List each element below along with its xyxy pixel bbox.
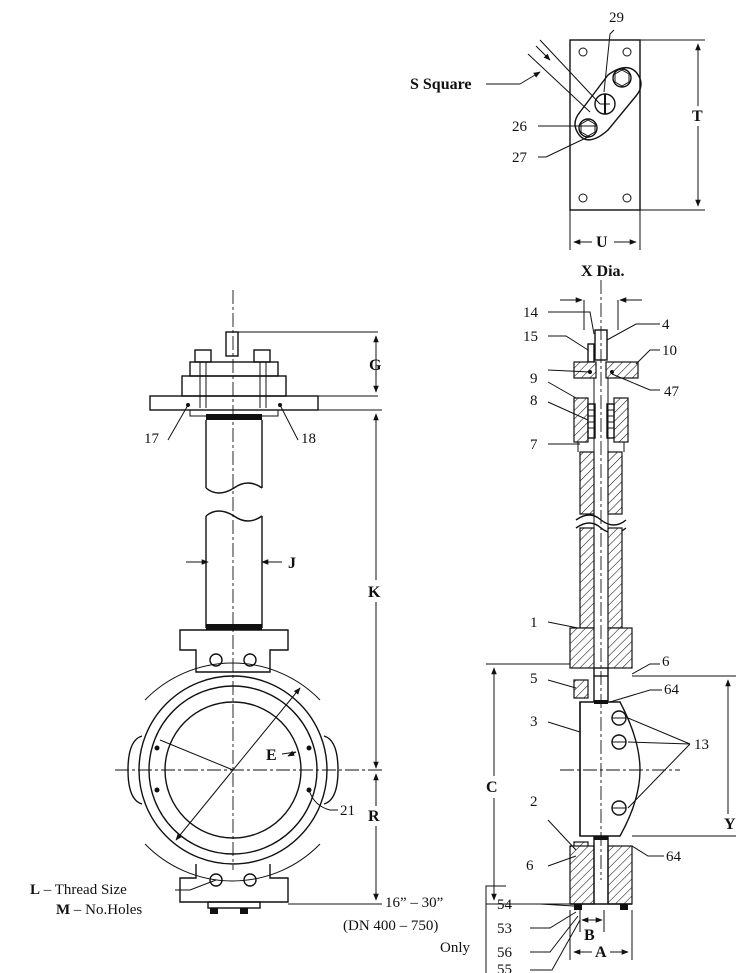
body-neck-section-left xyxy=(569,627,595,669)
label-14: 14 xyxy=(523,305,539,321)
top-flange xyxy=(149,395,319,411)
label-8: 8 xyxy=(530,393,538,409)
label-u: U xyxy=(596,234,608,251)
label-x-dia: X Dia. xyxy=(581,263,625,280)
stem-top-section xyxy=(594,329,608,361)
label-e: E xyxy=(266,747,277,764)
label-g: G xyxy=(369,357,382,374)
label-53: 53 xyxy=(497,921,512,937)
label-1: 1 xyxy=(530,615,538,631)
upper-seal xyxy=(573,679,589,699)
label-10: 10 xyxy=(662,343,677,359)
top-view: S Square 29 26 27 T U X Dia. xyxy=(410,10,710,280)
packing-housing-left xyxy=(573,397,589,443)
label-56: 56 xyxy=(497,945,513,961)
plate-hole xyxy=(622,47,632,57)
label-55: 55 xyxy=(497,962,512,973)
label-m-holes: M – No.Holes xyxy=(56,902,142,918)
stud-nut xyxy=(253,349,271,363)
label-s-square: S Square xyxy=(410,76,472,93)
label-15: 15 xyxy=(523,329,538,345)
front-view: G 17 18 J K xyxy=(30,290,387,918)
right-lug xyxy=(323,735,339,805)
body-bottom-section-left xyxy=(569,845,595,905)
body-bolt-hole xyxy=(243,873,257,887)
label-2: 2 xyxy=(530,794,538,810)
label-l-thread: L – Thread Size xyxy=(30,882,127,898)
note-size-line3: Only xyxy=(440,940,471,956)
packing-rings xyxy=(587,403,615,439)
body-bottom-section-right xyxy=(607,845,633,905)
gland-plate-section xyxy=(573,361,597,379)
plate-hole xyxy=(578,193,588,203)
gland xyxy=(181,375,287,397)
plate-hole xyxy=(622,193,632,203)
clamp-nut xyxy=(614,69,630,87)
side-view: C Y 14 15 4 10 9 47 8 7 1 6 5 64 3 xyxy=(343,280,736,973)
label-13: 13 xyxy=(694,737,709,753)
label-a: A xyxy=(595,944,607,961)
gland-plate xyxy=(189,361,279,377)
clamp-bolt xyxy=(612,68,632,88)
packing-housing-right xyxy=(613,397,629,443)
stud-nut xyxy=(194,349,212,363)
label-j: J xyxy=(288,555,296,572)
label-27: 27 xyxy=(512,150,528,166)
disc-section xyxy=(579,701,641,837)
body-neck xyxy=(179,629,289,673)
label-c: C xyxy=(486,779,498,796)
body-bolt-hole xyxy=(209,653,223,667)
note-size-line1: 16” – 30” xyxy=(385,895,443,911)
label-b: B xyxy=(584,927,595,944)
label-y: Y xyxy=(724,816,736,833)
clamp-bolt xyxy=(578,118,598,138)
body-bolt-hole xyxy=(209,873,223,887)
label-64-lower: 64 xyxy=(666,849,682,865)
label-6-upper: 6 xyxy=(662,654,670,670)
label-4: 4 xyxy=(662,317,670,333)
label-r: R xyxy=(368,808,380,825)
label-26: 26 xyxy=(512,119,528,135)
label-5: 5 xyxy=(530,671,538,687)
label-21: 21 xyxy=(340,803,355,819)
note-size-line2: (DN 400 – 750) xyxy=(343,918,438,934)
clamp-nut xyxy=(580,119,596,137)
label-3: 3 xyxy=(530,714,538,730)
mounting-plate xyxy=(569,39,641,211)
clamp-plate xyxy=(574,67,642,141)
body-neck-section-right xyxy=(607,627,633,669)
plate-hole xyxy=(578,47,588,57)
label-47: 47 xyxy=(664,384,680,400)
label-17: 17 xyxy=(144,431,160,447)
label-64-upper: 64 xyxy=(664,682,680,698)
label-18: 18 xyxy=(301,431,316,447)
label-29: 29 xyxy=(609,10,624,26)
gland-plate-section xyxy=(605,361,639,379)
label-t: T xyxy=(692,108,703,125)
label-6-lower: 6 xyxy=(526,858,534,874)
label-9: 9 xyxy=(530,371,538,387)
body-bolt-hole xyxy=(243,653,257,667)
label-7: 7 xyxy=(530,437,538,453)
label-k: K xyxy=(368,584,381,601)
label-54: 54 xyxy=(497,897,513,913)
